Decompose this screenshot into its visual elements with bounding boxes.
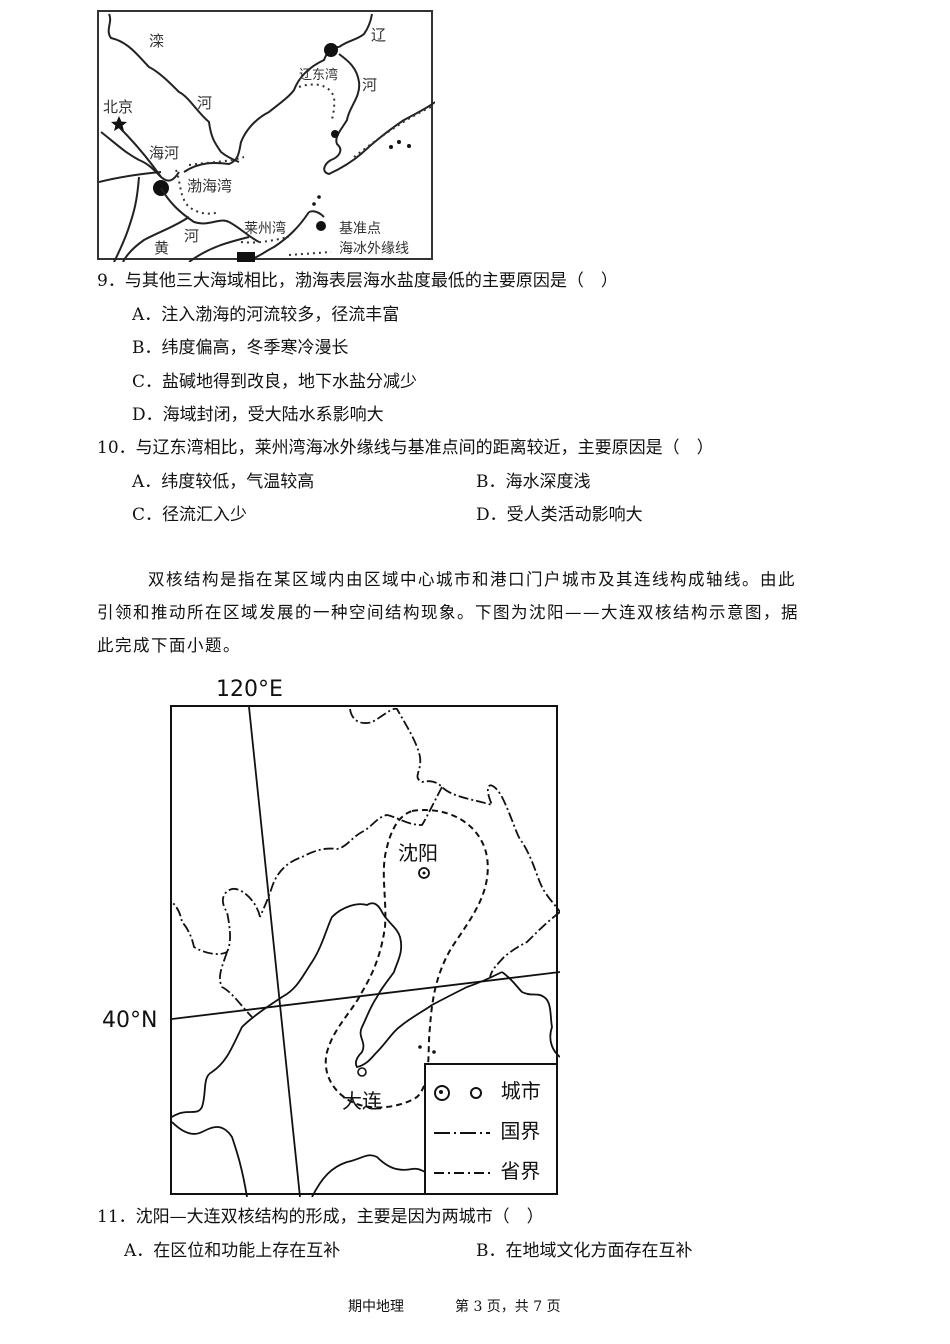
question-10-option-c: C．径流汇入少 bbox=[132, 505, 248, 525]
question-9-option-c: C．盐碱地得到改良，地下水盐分减少 bbox=[132, 372, 418, 392]
label-huang: 黄 bbox=[154, 239, 170, 257]
bohai-map-lines bbox=[99, 13, 435, 262]
question-11-option-b: B．在地域文化方面存在互补 bbox=[476, 1241, 693, 1261]
question-10-stem: 10．与辽东湾相比，莱州湾海冰外缘线与基准点间的距离较近，主要原因是（ ） bbox=[97, 438, 714, 458]
label-luan: 滦 bbox=[149, 32, 165, 50]
footer-page-number: 第 3 页，共 7 页 bbox=[455, 1299, 561, 1315]
label-laizhouwan: 莱州湾 bbox=[244, 221, 286, 237]
label-liao-he: 河 bbox=[362, 76, 378, 94]
question-10-option-d: D．受人类活动影响大 bbox=[476, 505, 643, 525]
label-liaodongwan: 辽东湾 bbox=[299, 68, 339, 83]
legend-benchmark-point: 基准点 bbox=[339, 221, 381, 237]
provincial-border-line-icon bbox=[434, 1171, 490, 1174]
label-beijing: 北京 bbox=[103, 98, 134, 116]
map-legend: 城市 国界 省界 bbox=[424, 1063, 556, 1193]
latitude-label: 40°N bbox=[102, 1008, 158, 1033]
label-bohaiwan: 渤海湾 bbox=[187, 177, 233, 195]
bohai-sea-map: 滦 河 北京 海河 渤海湾 辽 辽东湾 河 黄 河 莱州湾 基准点 海冰外缘线 bbox=[97, 10, 435, 262]
city-major-icon bbox=[434, 1084, 450, 1101]
longitude-label: 120°E bbox=[216, 677, 283, 702]
question-10-option-b: B．海水深度浅 bbox=[476, 472, 591, 492]
passage-line-2: 引领和推动所在区域发展的一种空间结构现象。下图为沈阳——大连双核结构示意图，据 bbox=[97, 603, 799, 622]
shenyang-dalian-map-lines bbox=[172, 707, 560, 1197]
question-9-option-b: B．纬度偏高，冬季寒冷漫长 bbox=[132, 338, 349, 358]
shenyang-dalian-map: 沈阳 大连 城市 国界 省界 bbox=[170, 705, 560, 1197]
question-10-option-a: A．纬度较低，气温较高 bbox=[132, 472, 315, 492]
label-luan-he: 河 bbox=[197, 94, 213, 112]
question-11-option-a: A．在区位和功能上存在互补 bbox=[124, 1241, 341, 1261]
legend-row-city: 城市 bbox=[434, 1075, 541, 1104]
label-dalian: 大连 bbox=[342, 1089, 382, 1113]
label-haihe: 海河 bbox=[149, 144, 180, 162]
question-11-stem: 11．沈阳—大连双核结构的形成，主要是因为两城市（ ） bbox=[97, 1207, 544, 1227]
city-minor-icon bbox=[470, 1086, 483, 1099]
question-9-stem: 9．与其他三大海域相比，渤海表层海水盐度最低的主要原因是（ ） bbox=[97, 271, 618, 291]
passage-line-1: 双核结构是指在某区域内由区域中心城市和港口门户城市及其连线构成轴线。由此 bbox=[148, 570, 796, 589]
question-9-option-d: D．海域封闭，受大陆水系影响大 bbox=[132, 405, 384, 425]
legend-row-national-border: 国界 bbox=[434, 1115, 540, 1144]
national-border-line-icon bbox=[434, 1131, 490, 1134]
legend-national-border-label: 国界 bbox=[500, 1119, 541, 1143]
legend-provincial-border-label: 省界 bbox=[500, 1159, 541, 1183]
footer-subject: 期中地理 bbox=[348, 1299, 404, 1315]
label-huang-he: 河 bbox=[184, 227, 200, 245]
legend-city-label: 城市 bbox=[500, 1079, 541, 1103]
legend-ice-edge-line: 海冰外缘线 bbox=[339, 241, 409, 257]
label-liao: 辽 bbox=[371, 26, 387, 44]
label-shenyang: 沈阳 bbox=[398, 841, 438, 865]
passage-line-3: 此完成下面小题。 bbox=[97, 636, 241, 655]
legend-row-provincial-border: 省界 bbox=[434, 1155, 540, 1184]
question-9-option-a: A．注入渤海的河流较多，径流丰富 bbox=[132, 305, 400, 325]
